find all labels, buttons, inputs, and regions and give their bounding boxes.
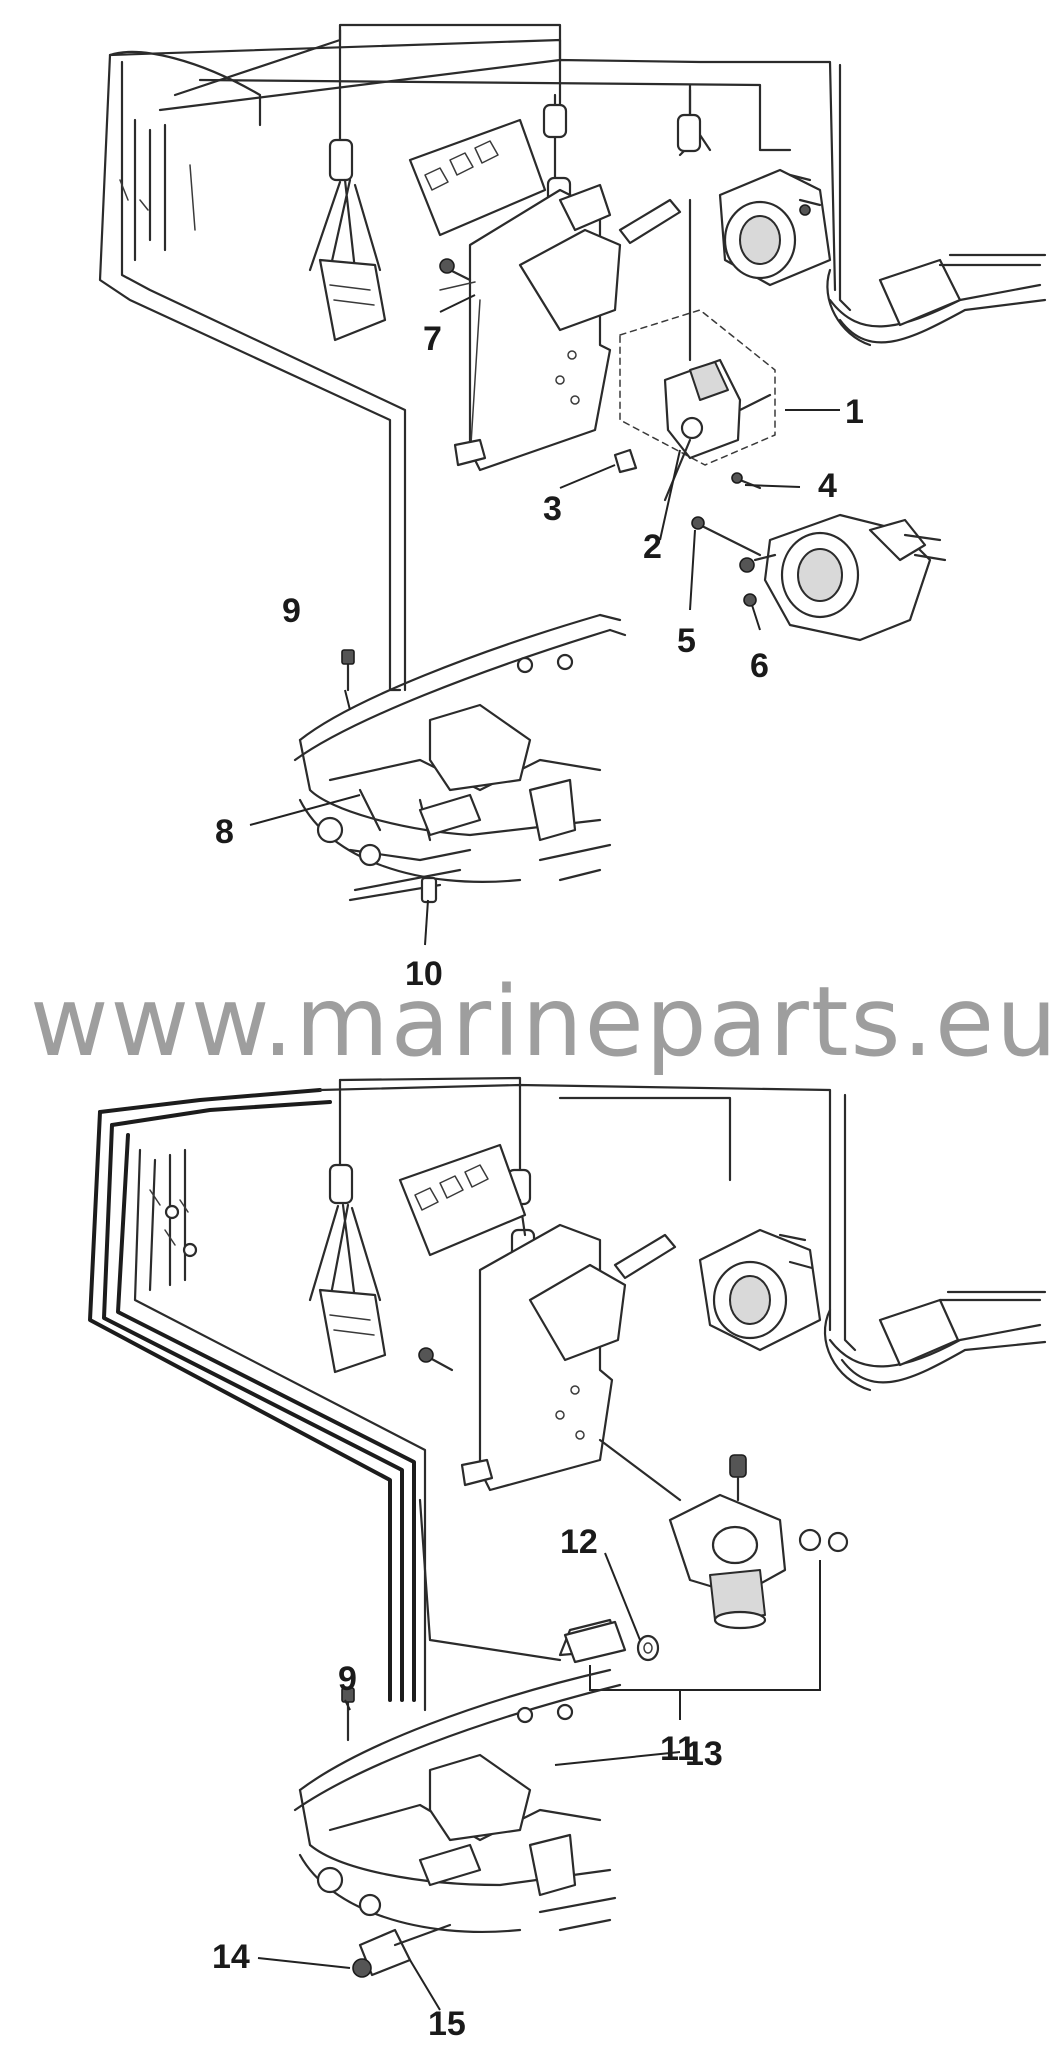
callout-14: 14 (212, 1938, 250, 1976)
callout-8: 8 (215, 813, 234, 851)
top-regulator-block (408, 118, 547, 237)
callout-15: 15 (428, 2005, 466, 2043)
bottom-right-cable-bundle (824, 1290, 1047, 1392)
bottom-wiring-harness (88, 1076, 857, 1712)
top-carburetor (739, 513, 947, 642)
callout-9-lower: 9 (338, 1660, 357, 1698)
top-pin (618, 198, 682, 245)
top-assembly: 1 2 3 4 5 6 7 8 9 10 (98, 23, 1047, 993)
bottom-pin (613, 1233, 677, 1280)
callout-10: 10 (405, 955, 443, 993)
callout-13: 13 (685, 1735, 723, 1773)
bottom-lower-cowling (293, 1668, 622, 1933)
bottom-mounting-bracket (418, 1223, 682, 1502)
top-lower-cowling (293, 613, 627, 892)
top-callouts: 1 2 3 4 5 6 7 8 9 10 (215, 320, 864, 993)
callout-2: 2 (643, 528, 662, 566)
top-part-10-stud (348, 876, 442, 904)
top-leader-lines (249, 294, 840, 946)
top-harness-connectors (308, 28, 387, 342)
callout-9: 9 (282, 592, 301, 630)
bottom-callouts: 11 12 9 13 14 15 (212, 1523, 723, 2043)
bottom-regulator-block (398, 1143, 527, 1257)
top-part-1-switch (619, 198, 776, 466)
callout-3: 3 (543, 490, 562, 528)
callout-1: 1 (845, 393, 864, 431)
top-bolt-7 (439, 258, 476, 291)
callout-12: 12 (560, 1523, 598, 1561)
watermark-text: www.marineparts.eu (30, 966, 1058, 1078)
callout-6: 6 (750, 647, 769, 685)
bottom-assembly: 11 12 9 13 14 15 (88, 1076, 1047, 2043)
bottom-part-12-washer (636, 1634, 660, 1662)
bottom-part-11-key-switch (558, 1454, 849, 1664)
callout-7: 7 (423, 320, 442, 358)
top-right-cable-bundle (826, 253, 1047, 347)
top-part-5-screw (691, 516, 762, 557)
top-solenoid (718, 168, 832, 287)
top-part-9-bolt (341, 649, 355, 692)
bottom-leader-lines (257, 1552, 681, 2011)
callout-4: 4 (818, 467, 837, 505)
bottom-part-14-15-connector (352, 1923, 452, 1978)
top-mounting-bracket (453, 183, 622, 472)
callout-5: 5 (677, 622, 696, 660)
bottom-solenoid (698, 1228, 822, 1352)
callout-11: 11 (660, 1730, 696, 1768)
top-small-hardware (613, 438, 762, 502)
